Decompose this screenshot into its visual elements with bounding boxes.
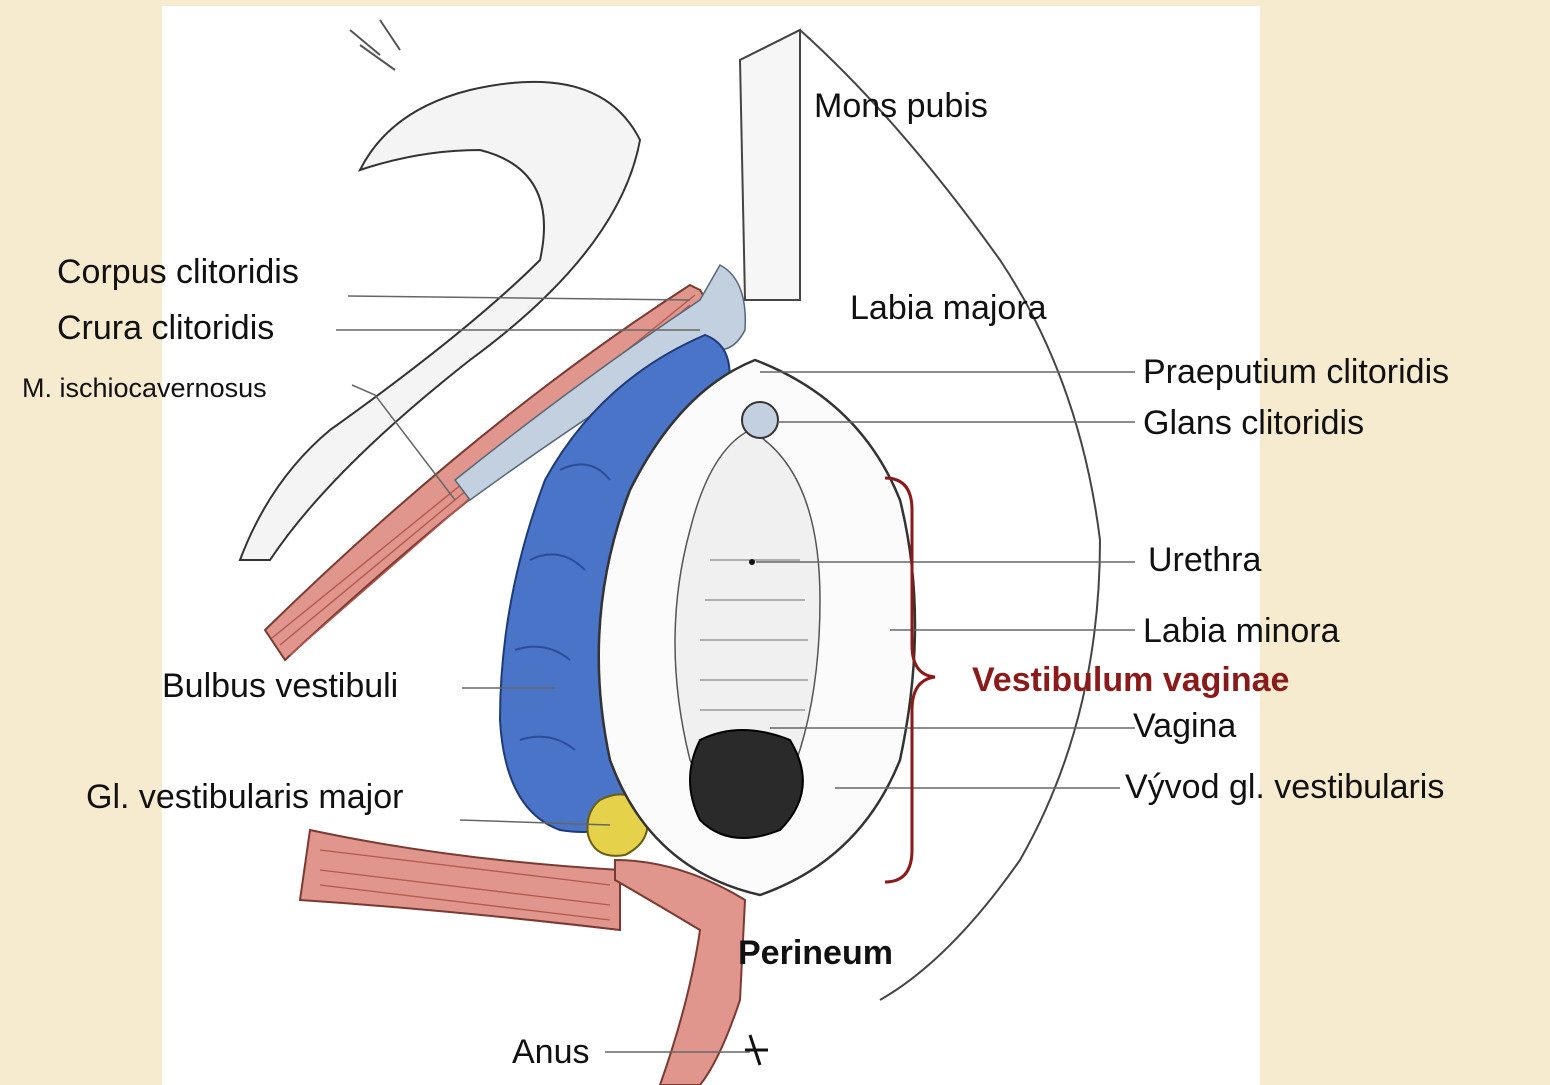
mons-pubis-shape xyxy=(740,30,800,300)
label-corpus-clitoridis: Corpus clitoridis xyxy=(57,252,299,292)
label-gl-vestibularis-major: Gl. vestibularis major xyxy=(86,777,403,817)
label-urethra: Urethra xyxy=(1148,540,1261,580)
label-vyvod-gl-vestibularis: Vývod gl. vestibularis xyxy=(1125,767,1444,807)
label-m-ischiocavernosus: M. ischiocavernosus xyxy=(22,368,267,408)
glans-clitoridis-shape xyxy=(742,402,778,438)
label-mons-pubis: Mons pubis xyxy=(814,86,988,126)
label-labia-minora: Labia minora xyxy=(1143,611,1340,651)
label-vagina: Vagina xyxy=(1133,706,1236,746)
vagina-opening xyxy=(690,730,803,838)
label-labia-majora: Labia majora xyxy=(850,288,1047,328)
label-crura-clitoridis: Crura clitoridis xyxy=(57,308,274,348)
label-bulbus-vestibuli: Bulbus vestibuli xyxy=(162,666,398,706)
label-perineum: Perineum xyxy=(738,933,893,973)
urethra-opening xyxy=(749,559,755,565)
label-vestibulum-vaginae: Vestibulum vaginae xyxy=(972,660,1289,700)
label-praeputium-clitoridis: Praeputium clitoridis xyxy=(1143,352,1449,392)
label-anus: Anus xyxy=(512,1032,590,1072)
label-glans-clitoridis: Glans clitoridis xyxy=(1143,403,1364,443)
